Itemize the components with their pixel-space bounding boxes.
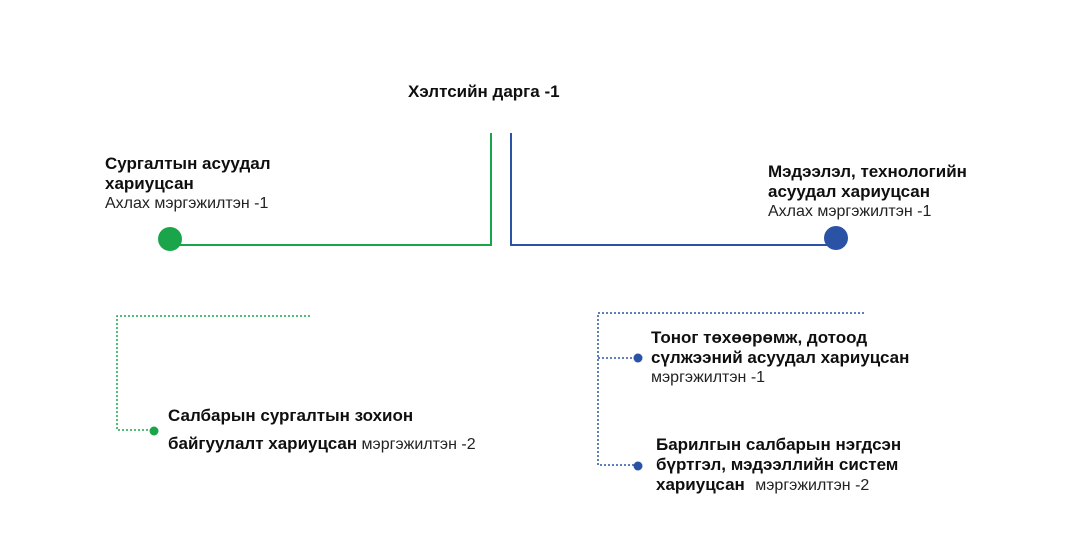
right-branch-role: Ахлах мэргэжилтэн -1: [768, 203, 932, 220]
blue-connector-line: [510, 133, 836, 246]
right-sub-2-role: мэргэжилтэн -2: [755, 477, 870, 494]
right-sub-1-role: мэргэжилтэн -1: [651, 369, 766, 386]
right-sub-2-title-line3: хариуцсан: [656, 475, 745, 494]
left-sub-node: Салбарын сургалтын зохион байгуулалт хар…: [168, 402, 476, 459]
right-sub-1-title-line1: Тоног төхөөрөмж, дотоод: [651, 328, 868, 347]
head-title: Хэлтсийн дарга -1: [408, 82, 560, 101]
green-sub-dot: [149, 426, 159, 436]
left-branch-title-line1: Сургалтын асуудал: [105, 154, 271, 173]
right-branch-node: Мэдээлэл, технологийн асуудал хариуцсан …: [768, 162, 967, 222]
right-branch-title-line1: Мэдээлэл, технологийн: [768, 162, 967, 181]
right-branch-title-line2: асуудал хариуцсан: [768, 182, 930, 201]
right-sub-2-node: Барилгын салбарын нэгдсэн бүртгэл, мэдээ…: [656, 435, 901, 496]
right-sub-1-title-line2: сүлжээний асуудал хариуцсан: [651, 348, 910, 367]
green-node-dot: [158, 227, 182, 251]
left-sub-title-line2: байгуулалт хариуцсан: [168, 434, 358, 453]
left-branch-node: Сургалтын асуудал хариуцсан Ахлах мэргэж…: [105, 154, 271, 214]
blue-node-dot: [824, 226, 848, 250]
blue-dotted-connector: [597, 312, 864, 466]
right-sub-2-title-line2: бүртгэл, мэдээллийн систем: [656, 455, 899, 474]
left-branch-role: Ахлах мэргэжилтэн -1: [105, 195, 269, 212]
green-dotted-connector: [116, 315, 310, 431]
right-sub-2-title-line1: Барилгын салбарын нэгдсэн: [656, 435, 902, 454]
green-connector-line: [170, 133, 492, 246]
left-sub-title-line1: Салбарын сургалтын зохион: [168, 406, 414, 425]
blue-sub-dot-1: [633, 353, 643, 363]
left-sub-role: мэргэжилтэн -2: [361, 436, 476, 453]
right-sub-1-node: Тоног төхөөрөмж, дотоод сүлжээний асууда…: [651, 328, 909, 388]
left-branch-title-line2: хариуцсан: [105, 174, 194, 193]
blue-sub-dot-2: [633, 461, 643, 471]
